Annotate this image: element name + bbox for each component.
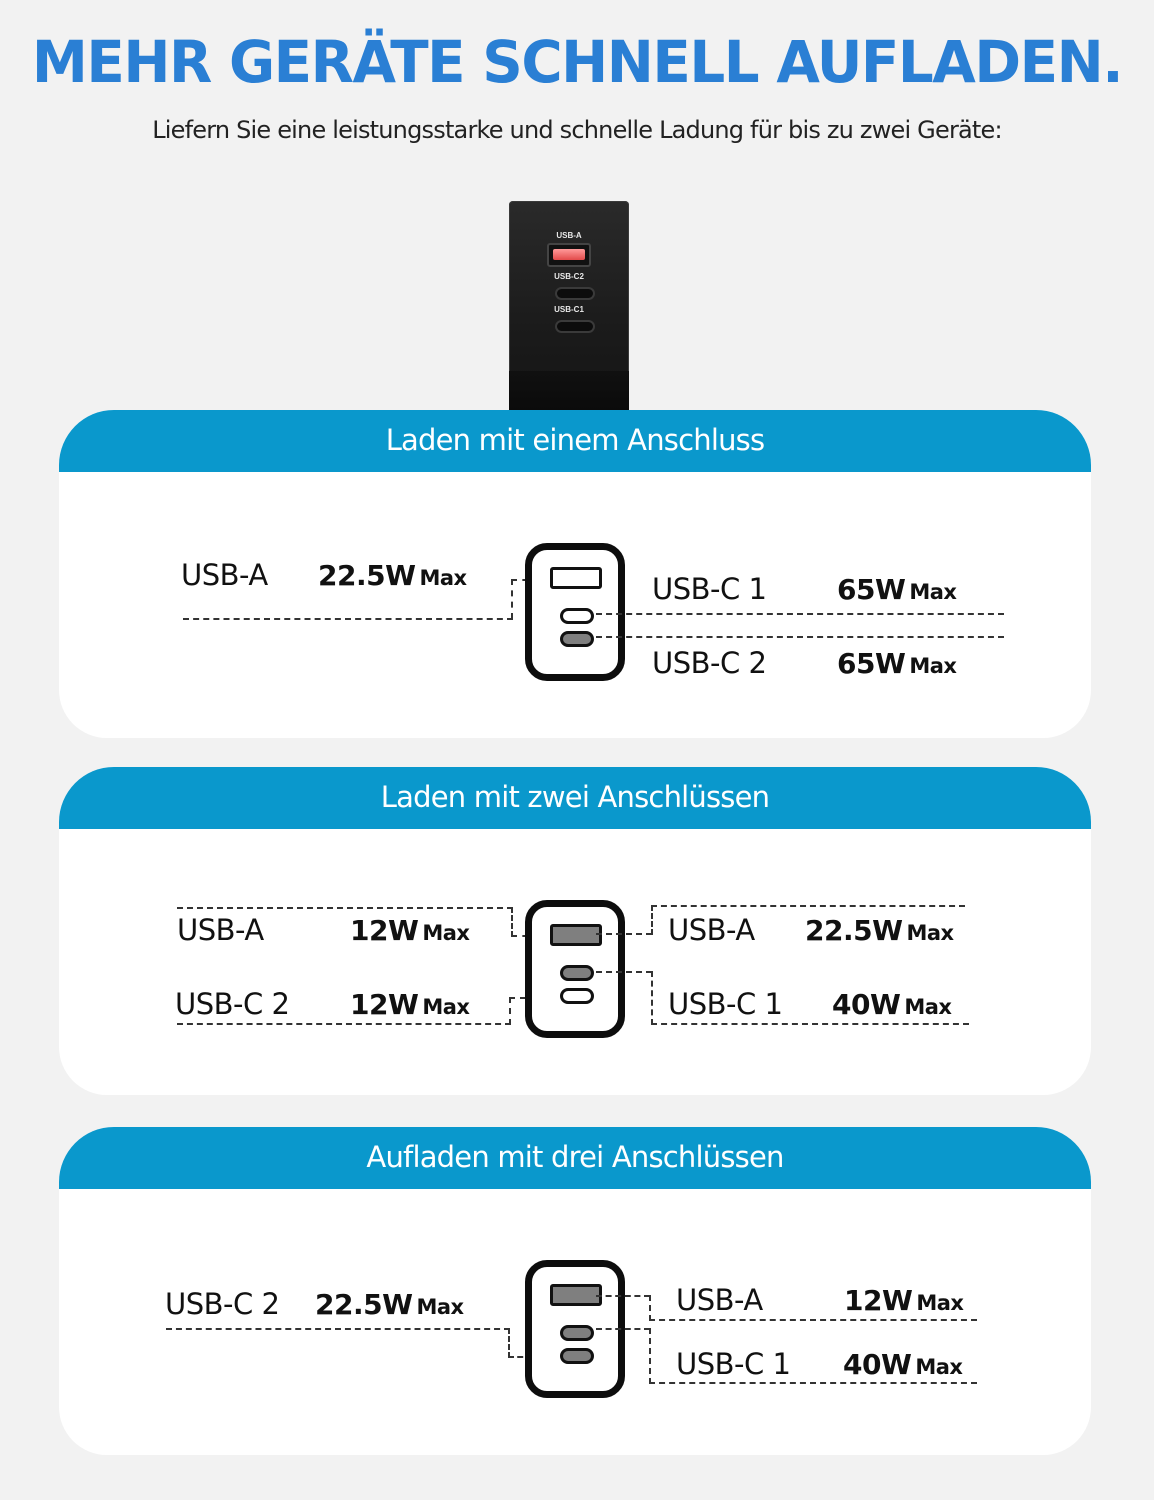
connector-line	[651, 905, 965, 907]
page-title: MEHR GERÄTE SCHNELL AUFLADEN.	[31, 28, 1124, 96]
connector-line	[649, 1328, 651, 1384]
port-label: USB-A	[181, 558, 268, 592]
product-port-label-usb-c1: USB-C1	[554, 305, 584, 314]
section-title: Laden mit einem Anschluss	[59, 410, 1091, 472]
port-label: USB-C 2	[652, 646, 767, 680]
connector-line	[596, 1295, 650, 1297]
usb-a-port-icon	[550, 567, 602, 589]
connector-line	[509, 997, 511, 1025]
charger-product-photo: USB-A USB-C2 USB-C1	[509, 201, 629, 411]
product-port-label-usb-c2: USB-C2	[554, 272, 584, 281]
connector-line	[177, 907, 513, 909]
connector-line	[596, 933, 652, 935]
usb-c1-port-icon	[560, 608, 594, 624]
connector-line	[649, 1295, 651, 1321]
usb-c1-port-icon	[560, 965, 594, 981]
port-label: USB-C 2	[165, 1287, 280, 1321]
section-title: Laden mit zwei Anschlüssen	[59, 767, 1091, 829]
port-label: USB-C 1	[652, 572, 767, 606]
connector-line	[511, 579, 513, 619]
usb-c1-port-icon	[560, 1325, 594, 1341]
connector-line	[508, 1328, 510, 1358]
charger-plug-base	[509, 371, 629, 411]
connector-line	[649, 1319, 977, 1321]
usb-a-port-icon	[547, 243, 591, 267]
usb-c2-port-icon	[560, 988, 594, 1004]
port-label: USB-C 1	[668, 987, 783, 1021]
connector-line	[596, 636, 1004, 638]
product-port-label-usb-a: USB-A	[556, 231, 582, 240]
port-label: USB-C 2	[175, 987, 290, 1021]
usb-a-port-icon	[550, 924, 602, 946]
connector-line	[596, 1328, 650, 1330]
connector-line	[651, 905, 653, 935]
charger-diagram-icon	[525, 543, 625, 681]
connector-line	[596, 613, 1004, 615]
section-three-ports: Aufladen mit drei Anschlüssen USB-C 2 22…	[59, 1127, 1091, 1455]
usb-c1-port-icon	[555, 320, 595, 333]
usb-c2-port-icon	[555, 287, 595, 300]
charger-diagram-icon	[525, 900, 625, 1038]
connector-line	[177, 1023, 511, 1025]
connector-line	[183, 618, 513, 620]
port-label: USB-C 1	[676, 1347, 791, 1381]
usb-c2-port-icon	[560, 631, 594, 647]
port-label: USB-A	[668, 913, 755, 947]
port-label: USB-A	[676, 1283, 763, 1317]
section-title: Aufladen mit drei Anschlüssen	[59, 1127, 1091, 1189]
usb-a-port-icon	[550, 1284, 602, 1306]
usb-c2-port-icon	[560, 1348, 594, 1364]
connector-line	[511, 907, 513, 937]
connector-line	[651, 1023, 969, 1025]
port-label: USB-A	[177, 913, 264, 947]
connector-line	[649, 1382, 977, 1384]
page-subtitle: Liefern Sie eine leistungsstarke und sch…	[152, 116, 1002, 144]
connector-line	[596, 971, 652, 973]
connector-line	[651, 971, 653, 1025]
connector-line	[166, 1328, 510, 1330]
